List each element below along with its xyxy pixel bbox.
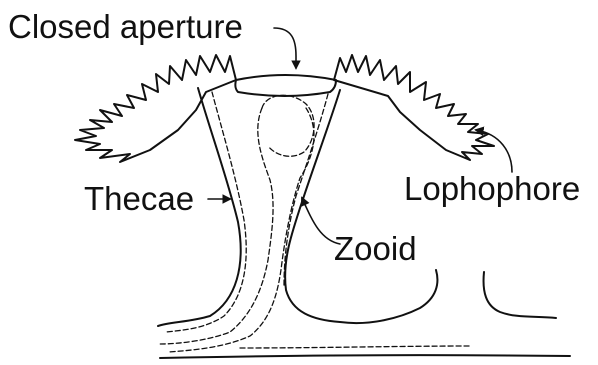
base-stolon-dashes (240, 346, 470, 348)
left-lophophore-tentacles (75, 55, 236, 162)
stolon-bud (484, 272, 556, 318)
label-closed-aperture: Closed aperture (8, 10, 243, 43)
label-lophophore: Lophophore (404, 172, 580, 205)
zooid-body-inner (168, 108, 314, 352)
right-lophophore-tentacles (334, 55, 494, 160)
label-zooid: Zooid (334, 232, 417, 265)
zooid-head (262, 95, 314, 156)
closed-aperture-pointer (274, 28, 296, 68)
zooid-body (160, 108, 273, 344)
label-thecae: Thecae (84, 182, 194, 215)
substrate-line (160, 355, 570, 358)
closed-aperture-lid (235, 75, 336, 96)
